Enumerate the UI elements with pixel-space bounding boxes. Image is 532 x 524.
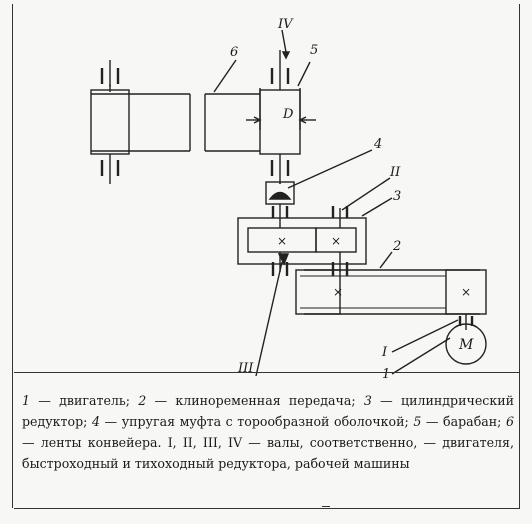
- bottom-tick: [322, 506, 330, 510]
- cylindrical-reducer: [237, 177, 393, 276]
- label-motor: M: [458, 337, 474, 353]
- elastic-coupling: [265, 149, 373, 228]
- caption-num-5: 5: [413, 414, 422, 429]
- caption-num-3: 3: [363, 393, 372, 408]
- label-coupling: 4: [373, 137, 382, 152]
- dimension-d: [246, 88, 316, 130]
- shaft-iii-leader: [255, 261, 283, 377]
- caption-text-2: — клиноременная передача;: [146, 393, 364, 408]
- caption-text-3: — цилиндрический редуктор;: [22, 393, 514, 429]
- left-drum: [90, 60, 130, 184]
- reducer-gear-center-2: ×: [331, 234, 341, 248]
- v-belt-drive: [295, 251, 487, 315]
- label-belt: 6: [230, 45, 238, 60]
- label-shaft-ii: II: [389, 165, 401, 180]
- label-shaft-i: I: [381, 345, 388, 360]
- reducer-gear-center-1: ×: [277, 234, 287, 248]
- caption-text-4: — упругая муфта с торообразной оболочкой…: [99, 414, 414, 429]
- kinematic-diagram: 6 5 IV D 4 II 3 2 I 1 III M × × × ×: [90, 17, 487, 382]
- motor-assembly: [391, 314, 487, 375]
- caption-text-5: — барабан;: [421, 414, 506, 429]
- caption-num-1: 1: [22, 393, 31, 408]
- caption-text-1: — двигатель;: [30, 393, 139, 408]
- caption-num-6: 6: [505, 414, 514, 429]
- pulley-center-driven: ×: [333, 285, 343, 299]
- figure-frame: [12, 4, 520, 508]
- pulley-center-driving: ×: [461, 285, 471, 299]
- caption-num-2: 2: [138, 393, 147, 408]
- conveyor-belt: [91, 93, 260, 152]
- label-6-leader: [213, 59, 237, 93]
- drive-drum: [259, 29, 301, 184]
- label-shaft-iii: III: [237, 361, 254, 376]
- caption-text-6: — ленты конвейера. I, II, III, IV — валы…: [22, 435, 514, 471]
- caption-num-4: 4: [91, 414, 100, 429]
- label-drum: 5: [310, 43, 318, 58]
- caption-divider: [14, 372, 520, 373]
- label-v-belt: 2: [392, 239, 401, 254]
- label-shaft-iv: IV: [277, 17, 294, 32]
- label-reducer: 3: [393, 189, 401, 204]
- bottom-rule: [14, 508, 520, 509]
- label-5-leader: [297, 61, 311, 87]
- figure-caption: 1 — двигатель; 2 — клиноременная передач…: [22, 390, 514, 474]
- label-dimension-d: D: [282, 107, 294, 122]
- label-motor-number: 1: [382, 367, 390, 382]
